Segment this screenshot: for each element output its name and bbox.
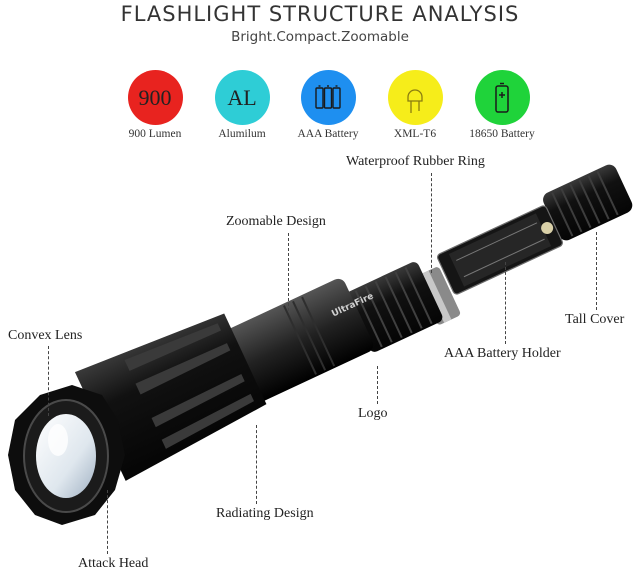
tail-cover <box>543 164 633 241</box>
battery-holder <box>437 205 563 295</box>
leader-line <box>256 425 257 504</box>
leader-line <box>48 346 49 416</box>
page-subtitle: Bright.Compact.Zoomable <box>231 29 409 45</box>
callout-zoomable-design: Zoomable Design <box>226 214 326 229</box>
convex-lens <box>36 414 96 498</box>
feature-lumen: 900 900 Lumen <box>110 70 200 140</box>
aluminum-icon: AL <box>214 70 270 125</box>
lumen-icon: 900 <box>127 70 183 125</box>
leader-line <box>505 262 506 344</box>
feature-led: XML-T6 <box>370 70 460 140</box>
feature-aaa-battery: AAA Battery <box>283 70 373 140</box>
callout-attack-head: Attack Head <box>78 556 149 571</box>
feature-label: 900 Lumen <box>128 128 182 140</box>
leader-line <box>288 233 289 311</box>
page-title: FLASHLIGHT STRUCTURE ANALYSIS <box>120 2 520 26</box>
feature-label: 18650 Battery <box>469 128 535 140</box>
feature-label: XML-T6 <box>393 128 437 140</box>
callout-tall-cover: Tall Cover <box>565 312 625 327</box>
head <box>74 313 267 481</box>
feature-18650: 18650 Battery <box>457 70 547 140</box>
leader-line <box>431 173 432 273</box>
leader-line <box>377 366 378 404</box>
18650-battery-icon <box>474 70 530 125</box>
led-icon <box>387 70 443 125</box>
leader-line <box>107 490 108 554</box>
aaa-battery-icon <box>300 70 356 125</box>
feature-label: AAA Battery <box>297 128 359 140</box>
callout-radiating-design: Radiating Design <box>216 506 314 521</box>
callout-convex-lens: Convex Lens <box>8 328 83 343</box>
callout-battery-holder: AAA Battery Holder <box>444 346 561 361</box>
feature-label: Alumilum <box>218 128 266 140</box>
leader-line <box>596 232 597 310</box>
callout-logo: Logo <box>358 406 388 421</box>
feature-aluminum: AL Alumilum <box>197 70 287 140</box>
callout-waterproof-ring: Waterproof Rubber Ring <box>346 154 485 169</box>
attack-head <box>8 385 125 525</box>
